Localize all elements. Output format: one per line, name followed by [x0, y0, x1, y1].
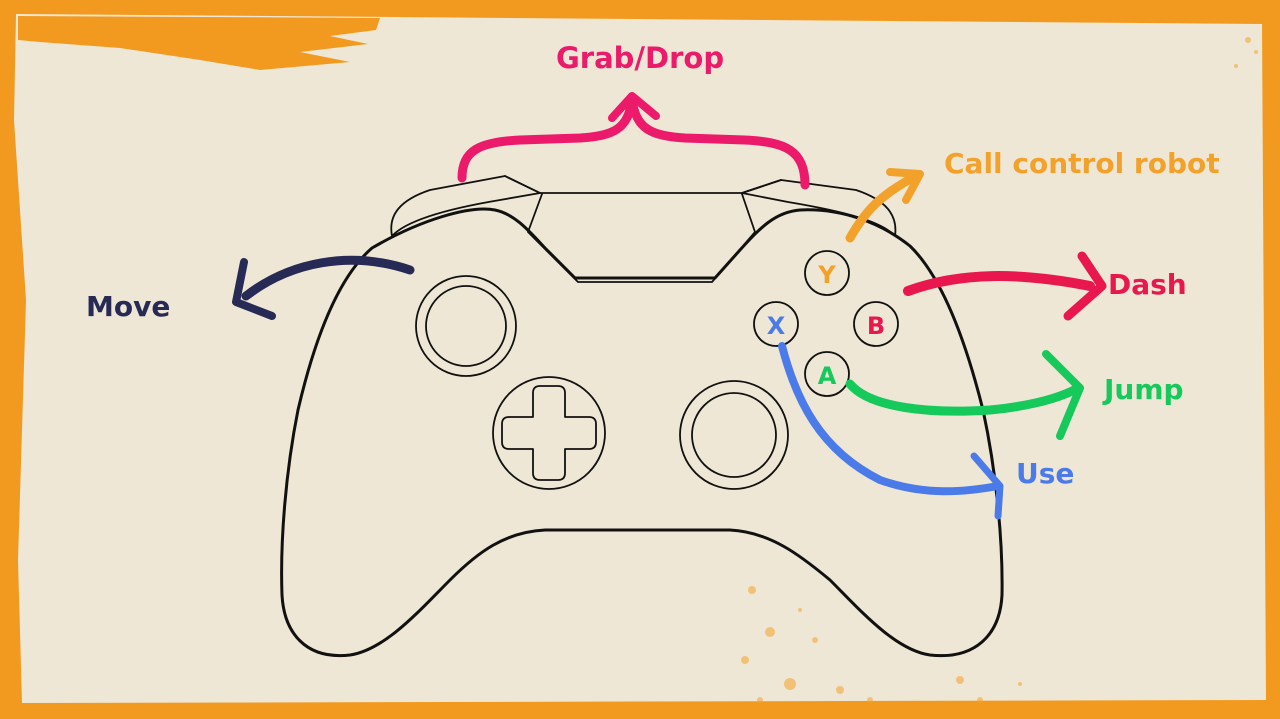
paint-dot: [1234, 64, 1238, 68]
paint-dot: [977, 697, 983, 703]
b-button: [853, 301, 899, 347]
controller-body: [280, 207, 1004, 658]
paint-dot: [1254, 50, 1258, 54]
grab-arrow: [457, 92, 810, 190]
move-label: Move: [86, 290, 171, 323]
use-arrow: [778, 342, 1004, 520]
paint-splatter: [741, 37, 1258, 703]
grab-drop-label: Grab/Drop: [556, 41, 725, 75]
y-button-label: Y: [817, 261, 836, 289]
move-arrow: [232, 255, 415, 320]
paint-dot: [741, 656, 749, 664]
use-label: Use: [1016, 457, 1075, 490]
left-stick-icon: [415, 275, 517, 377]
x-button-label: X: [767, 312, 786, 340]
dpad-ring: [492, 376, 606, 490]
x-button: [753, 301, 799, 347]
right-stick-icon: [679, 380, 789, 490]
paint-dot: [784, 678, 796, 690]
paint-dot: [836, 686, 844, 694]
top-guide-outline: [504, 175, 782, 194]
top-trigger-recess: [527, 193, 756, 283]
dpad-icon: [501, 385, 597, 481]
paper-panel: [14, 14, 1266, 703]
paint-dot: [748, 586, 756, 594]
paint-dot: [812, 637, 818, 643]
a-button: [804, 351, 850, 397]
left-stick-inner: [425, 285, 507, 367]
call-arrow: [845, 168, 924, 243]
paint-dot: [867, 697, 873, 703]
left-bumper: [390, 175, 541, 237]
gamepad-controller-icon: [280, 175, 1004, 658]
paint-dot: [1018, 682, 1022, 686]
dash-arrow: [903, 251, 1107, 321]
paint-dot: [798, 608, 802, 612]
call-control-robot-label: Call control robot: [944, 147, 1220, 180]
y-button: [804, 250, 850, 296]
brush-streak: [18, 16, 380, 70]
jump-arrow: [845, 350, 1084, 440]
jump-label: Jump: [1104, 373, 1184, 406]
paint-dot: [765, 627, 775, 637]
dash-label: Dash: [1108, 268, 1187, 301]
b-button-label: B: [867, 312, 885, 340]
paint-dot: [1245, 37, 1251, 43]
a-button-label: A: [818, 362, 837, 390]
paint-dot: [757, 697, 763, 703]
paint-dot: [956, 676, 964, 684]
right-stick-inner: [691, 392, 777, 478]
